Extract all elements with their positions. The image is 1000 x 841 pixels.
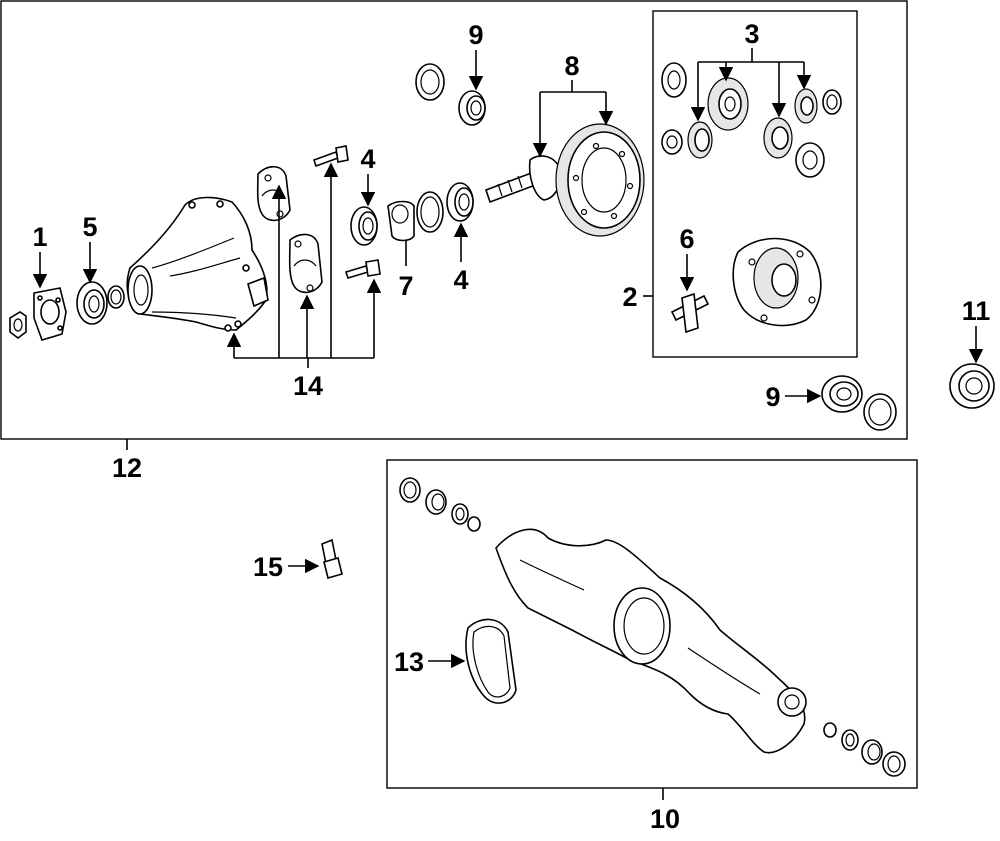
side-bearing-race-top[interactable] bbox=[415, 63, 445, 101]
housing-seal-left-2[interactable] bbox=[451, 503, 469, 525]
callout-10: 10 bbox=[650, 804, 680, 834]
housing-bearing-right[interactable] bbox=[861, 739, 883, 765]
pinion-gear-right[interactable] bbox=[763, 117, 793, 159]
callout-4-upper: 4 bbox=[360, 144, 375, 174]
axle-oil-seal[interactable] bbox=[949, 363, 995, 409]
callout-9-top: 9 bbox=[468, 20, 483, 50]
side-gear-washer-lower[interactable] bbox=[795, 142, 825, 178]
housing-snap-ring-left[interactable] bbox=[467, 516, 481, 532]
bearing-cap-upper[interactable] bbox=[256, 165, 291, 222]
axle-housing[interactable] bbox=[495, 528, 807, 754]
leader-lines bbox=[32, 48, 984, 669]
companion-flange[interactable] bbox=[33, 287, 67, 341]
cap-bolt-upper[interactable] bbox=[312, 145, 349, 168]
callout-8: 8 bbox=[564, 51, 579, 81]
carrier-gasket[interactable] bbox=[465, 618, 517, 704]
pinion-bearing-rear[interactable] bbox=[350, 206, 378, 246]
side-bearing-race-right[interactable] bbox=[863, 393, 897, 431]
callout-4-lower: 4 bbox=[453, 265, 468, 295]
shim-ring[interactable] bbox=[416, 191, 444, 233]
callout-9-right: 9 bbox=[765, 382, 780, 412]
callout-2: 2 bbox=[622, 282, 637, 312]
side-gear-center[interactable] bbox=[707, 77, 749, 131]
side-gear-left[interactable] bbox=[687, 121, 713, 159]
callout-14: 14 bbox=[293, 371, 323, 401]
pinion-washer-small-left[interactable] bbox=[661, 129, 683, 155]
housing-bearing-left[interactable] bbox=[425, 489, 447, 515]
cross-shaft[interactable] bbox=[670, 292, 710, 334]
pinion-gear[interactable] bbox=[484, 155, 562, 204]
pinion-washer[interactable] bbox=[107, 285, 125, 309]
callout-15: 15 bbox=[253, 552, 283, 582]
housing-seal-left-1[interactable] bbox=[399, 477, 421, 503]
callout-labels: 1 2 3 4 4 5 6 7 8 9 9 10 11 12 13 14 15 bbox=[32, 19, 990, 834]
flange-nut[interactable] bbox=[9, 311, 27, 339]
housing-seal-right-2[interactable] bbox=[841, 729, 859, 751]
differential-assembly-frame bbox=[0, 0, 908, 440]
callout-12: 12 bbox=[112, 453, 142, 483]
housing-seal-right-1[interactable] bbox=[882, 751, 906, 777]
callout-5: 5 bbox=[82, 212, 97, 242]
bearing-cap-lower[interactable] bbox=[288, 233, 323, 294]
side-bearing-right[interactable] bbox=[821, 375, 863, 413]
side-bearing-top[interactable] bbox=[458, 90, 486, 126]
differential-case[interactable] bbox=[732, 237, 822, 327]
housing-snap-ring-right[interactable] bbox=[823, 722, 837, 738]
carrier-housing[interactable] bbox=[126, 196, 269, 332]
differential-case-frame bbox=[652, 10, 858, 358]
cap-bolt-lower[interactable] bbox=[344, 259, 381, 279]
side-gear-washer-right[interactable] bbox=[822, 89, 842, 115]
collapsible-spacer[interactable] bbox=[387, 200, 415, 242]
callout-6: 6 bbox=[679, 224, 694, 254]
breather-plug[interactable] bbox=[321, 538, 343, 579]
callout-1: 1 bbox=[32, 222, 47, 252]
axle-housing-frame bbox=[386, 459, 918, 789]
callout-11: 11 bbox=[962, 296, 991, 326]
callout-13: 13 bbox=[394, 647, 424, 677]
pinion-bearing-front[interactable] bbox=[446, 182, 474, 222]
ring-gear[interactable] bbox=[555, 123, 645, 237]
callout-7: 7 bbox=[398, 271, 413, 301]
side-gear-washer-left[interactable] bbox=[661, 62, 687, 98]
pinion-seal[interactable] bbox=[76, 281, 108, 325]
pinion-gear-far-right[interactable] bbox=[794, 88, 818, 124]
callout-3: 3 bbox=[744, 19, 759, 49]
